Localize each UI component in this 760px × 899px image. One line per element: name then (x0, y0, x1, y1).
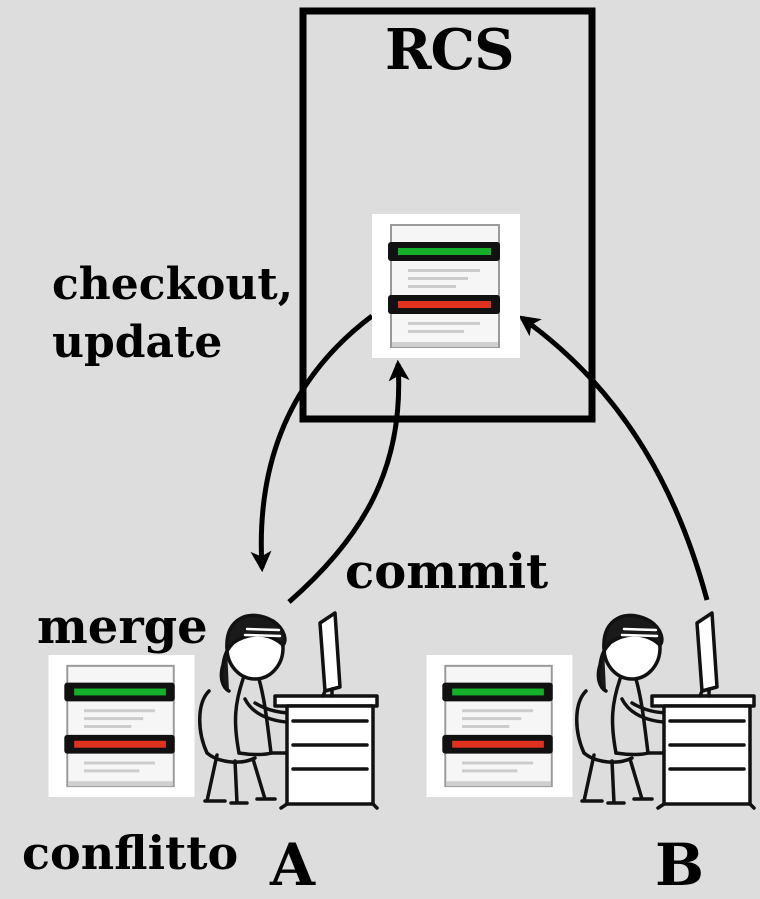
repository-box (299, 7, 596, 423)
repository-document-icon (372, 214, 520, 358)
user-b-label: B (655, 831, 705, 899)
conflict-label: conflitto (22, 826, 239, 880)
user-a-label: A (270, 831, 316, 899)
developer-b-icon (575, 611, 756, 810)
developer-a-icon (198, 611, 379, 810)
checkout-update-label: checkout, update (52, 259, 294, 368)
document-a-icon (48, 655, 195, 797)
commit-arrow-b (518, 315, 710, 601)
merge-label: merge (37, 599, 208, 655)
checkout-update-arrow (250, 314, 374, 573)
document-b-icon (426, 655, 573, 797)
commit-arrow-a (287, 359, 410, 604)
commit-label: commit (345, 544, 549, 600)
repository-title: RCS (385, 17, 515, 83)
